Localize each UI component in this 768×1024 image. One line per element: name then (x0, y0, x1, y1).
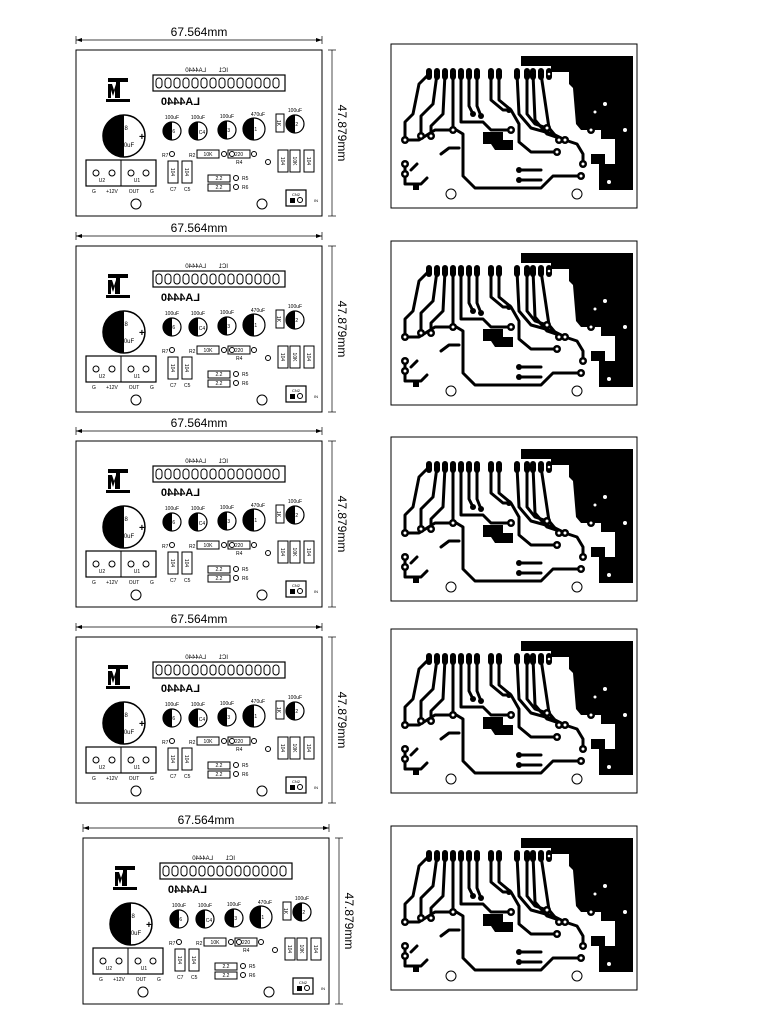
dimension-height-label: 47.879mm (342, 893, 356, 950)
copper-board-2 (389, 239, 639, 407)
dimension-width-label: 67.564mm (171, 25, 228, 39)
silkscreen-board-5: 67.564mm 47.879mm (82, 813, 356, 1005)
silkscreen-board-2: 67.564mm 47.879mm (75, 221, 349, 413)
copper-board-4 (389, 627, 639, 795)
silkscreen-board-4: 67.564mm 47.879mm (75, 612, 349, 804)
dimension-height-label: 47.879mm (335, 496, 349, 553)
silkscreen-board-3: 67.564mm 47.879mm (75, 416, 349, 608)
dimension-height-label: 47.879mm (335, 301, 349, 358)
dimension-width-label: 67.564mm (171, 221, 228, 235)
dimension-height-label: 47.879mm (335, 105, 349, 162)
copper-board-3 (389, 435, 639, 603)
copper-board-5 (389, 824, 639, 992)
copper-board-1 (389, 42, 639, 210)
silkscreen-board-1: 67.564mm 47.879mm (75, 25, 349, 217)
dimension-width-label: 67.564mm (178, 813, 235, 827)
dimension-width-label: 67.564mm (171, 612, 228, 626)
dimension-width-label: 67.564mm (171, 416, 228, 430)
dimension-height-label: 47.879mm (335, 692, 349, 749)
